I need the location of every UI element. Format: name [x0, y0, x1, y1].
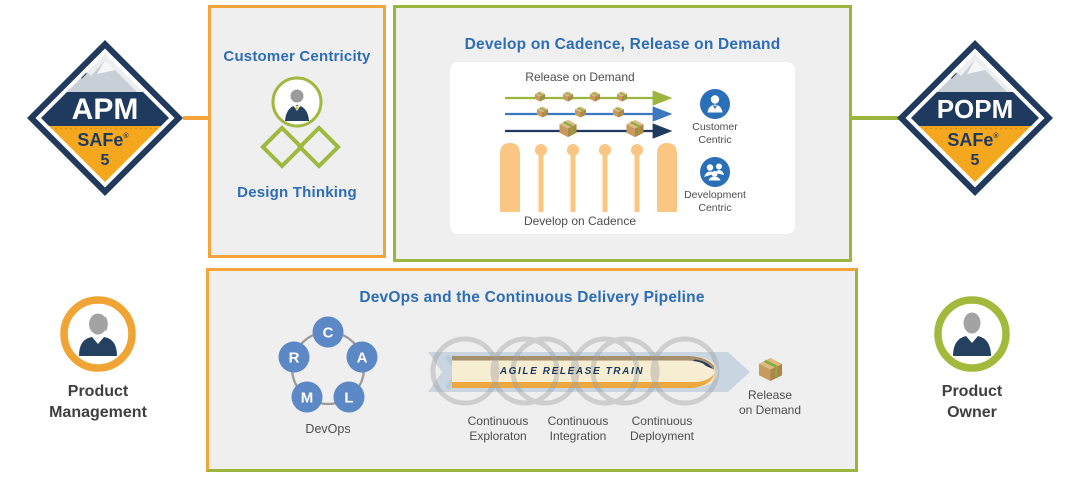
double-diamond-icon: [260, 125, 341, 169]
apm-version: 5: [101, 152, 110, 169]
apm-brand: SAFe®: [77, 130, 129, 150]
person-icon: [79, 313, 117, 356]
cadence-box-title: Develop on Cadence, Release on Demand: [464, 36, 781, 53]
cadence-box: Develop on Cadence, Release on Demand Re…: [393, 5, 852, 262]
continuous-loop-icons: [430, 336, 720, 406]
popm-badge: POPM SAFe® 5: [897, 40, 1053, 196]
agile-release-train-icon: [452, 356, 718, 388]
cadence-bars: [500, 143, 677, 212]
stage-continuous-exploration: Continuous Exploraton: [467, 414, 529, 443]
apm-connector-line: [183, 116, 209, 120]
person-icon: [285, 89, 309, 121]
customer-centric-label: Customer Centric: [692, 121, 738, 146]
popm-connector-line: [852, 116, 905, 120]
popm-acronym: POPM: [937, 94, 1014, 124]
development-centric-label: Development Centric: [684, 189, 746, 214]
calmr-devops-icon: C A L M R: [278, 316, 378, 413]
development-centric-icon: [700, 157, 730, 187]
calmr-letter-c: C: [323, 325, 334, 342]
pipeline-graphic: C A L M R: [278, 316, 784, 413]
calmr-letter-m: M: [301, 390, 314, 407]
calmr-letter-l: L: [344, 390, 353, 407]
devops-label: DevOps: [305, 422, 351, 436]
stage-continuous-deployment: Continuous Deployment: [629, 414, 695, 443]
agile-release-train-label: AGILE RELEASE TRAIN: [499, 366, 645, 377]
pipeline-release-label: Release on Demand: [738, 388, 802, 417]
mountain-icon: [53, 60, 139, 94]
product-owner-label: Product Owner: [941, 383, 1003, 421]
apm-acronym: APM: [72, 93, 139, 126]
design-thinking-title: Design Thinking: [237, 184, 357, 201]
product-management-label: Product Management: [49, 383, 147, 421]
cadence-panel: Release on Demand: [450, 62, 795, 234]
popm-version: 5: [971, 152, 980, 169]
cadence-graphic: [500, 89, 730, 212]
product-owner-icon: [934, 296, 1010, 372]
mountain-icon: [923, 60, 1009, 94]
customer-centric-icon: [700, 89, 730, 119]
apm-badge: APM SAFe® 5: [27, 40, 183, 196]
release-on-demand-label: Release on Demand: [525, 70, 635, 84]
person-icon: [953, 312, 991, 356]
product-management-icon: [60, 296, 136, 372]
popm-brand: SAFe®: [947, 130, 999, 150]
customer-centricity-title: Customer Centricity: [223, 48, 371, 65]
calmr-letter-a: A: [357, 350, 368, 367]
calmr-letter-r: R: [289, 350, 300, 367]
develop-on-cadence-label: Develop on Cadence: [523, 214, 637, 228]
customer-centricity-box: Customer Centricity Design Thinking: [208, 5, 386, 258]
devops-box-title: DevOps and the Continuous Delivery Pipel…: [359, 289, 705, 306]
stage-continuous-integration: Continuous Integration: [547, 414, 609, 443]
devops-box: DevOps and the Continuous Delivery Pipel…: [206, 268, 858, 472]
release-package-icon: [757, 357, 784, 382]
design-thinking-graphic: [260, 76, 341, 169]
